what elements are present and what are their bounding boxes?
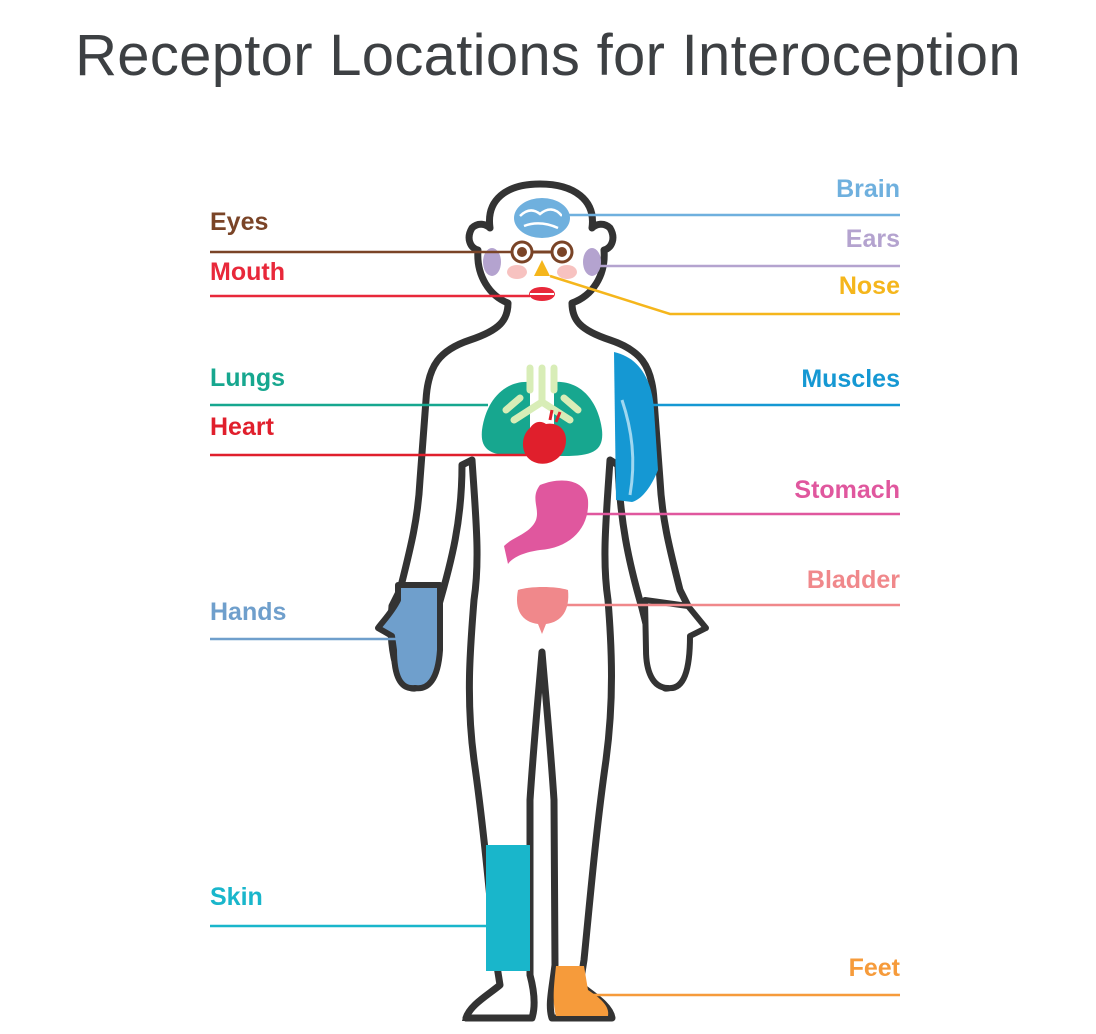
foot-right-colored xyxy=(553,966,609,1016)
label-hands: Hands xyxy=(210,598,287,626)
page-title: Receptor Locations for Interoception xyxy=(75,23,1021,88)
ear-right xyxy=(583,248,601,276)
hand-right xyxy=(642,597,709,692)
eyes-organ xyxy=(510,240,574,264)
muscles-organ xyxy=(614,352,658,502)
connector-lines xyxy=(210,213,900,997)
hand-left-colored xyxy=(375,582,443,692)
label-nose: Nose xyxy=(838,272,900,300)
label-ears: Ears xyxy=(845,225,900,253)
label-heart: Heart xyxy=(210,413,274,441)
heart-organ xyxy=(522,409,566,464)
bladder-organ xyxy=(516,587,569,634)
skin-patch xyxy=(486,845,530,971)
nose-organ xyxy=(534,260,550,276)
ear-left xyxy=(483,248,501,276)
label-eyes: Eyes xyxy=(210,208,269,236)
label-brain: Brain xyxy=(836,175,900,203)
label-stomach: Stomach xyxy=(794,476,900,504)
label-skin: Skin xyxy=(210,883,263,911)
label-muscles: Muscles xyxy=(801,365,900,393)
label-feet: Feet xyxy=(848,954,900,982)
line-nose xyxy=(549,274,900,316)
label-bladder: Bladder xyxy=(806,566,900,594)
foot-left xyxy=(461,974,538,1021)
label-lungs: Lungs xyxy=(210,364,285,392)
stomach-organ xyxy=(504,480,589,564)
lungs-organ xyxy=(481,364,603,456)
brain-organ xyxy=(514,198,570,238)
label-mouth: Mouth xyxy=(210,258,285,286)
